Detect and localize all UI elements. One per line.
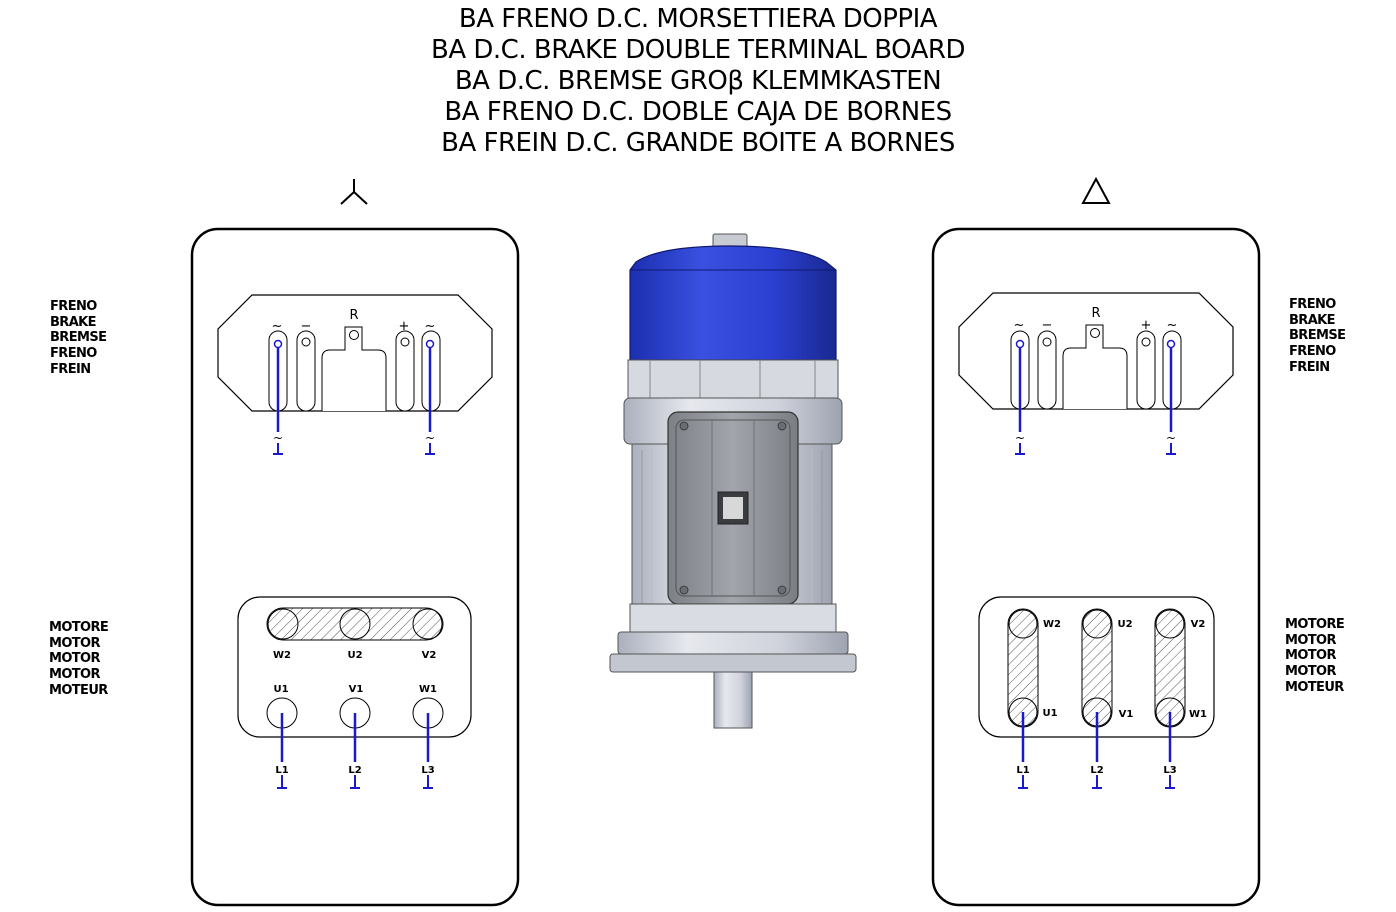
terminal-label-w1: W1 [419,684,437,695]
star-bridge [266,607,443,641]
motor-label-left: MOTORE MOTOR MOTOR MOTOR MOTEUR [49,620,109,699]
terminal-label-u2: U2 [347,650,362,661]
brake-wire-right-1 [1015,339,1025,455]
line-label-l3: L3 [1163,765,1176,776]
motor-illustration [609,233,857,729]
motor-label-fr: MOTEUR [49,682,108,698]
brake-label-de: BREMSE [1289,328,1346,344]
brake-wire-right-2 [1166,339,1176,455]
brake-supply-label: ~ [425,431,435,445]
motor-label-it: MOTORE [49,620,109,635]
supply-wire-l3-left [423,713,433,789]
brake-r-label: R [349,308,358,323]
brake-terminal-block-right [958,292,1234,410]
brake-tilde-label: ~ [272,319,283,334]
star-icon [340,179,368,205]
brake-label-fr: FREIN [1289,359,1330,375]
brake-terminal-block-left [217,294,493,412]
motor-label-en: MOTOR [1285,632,1337,648]
brake-tilde-label: ~ [1167,318,1178,333]
star-panel-frame [190,227,520,907]
delta-icon [1081,176,1111,204]
brake-supply-label: ~ [1166,431,1176,445]
line-label-l2: L2 [348,765,361,776]
terminal-label-v2: V2 [422,650,437,661]
motor-shaft [713,671,753,729]
motor-label-es: MOTOR [49,667,101,683]
diagram-title: BA FRENO D.C. MORSETTIERA DOPPIA BA D.C.… [0,4,1396,159]
terminal-label-w2: W2 [273,650,291,661]
brake-r-label: R [1091,306,1100,321]
motor-label-fr: MOTEUR [1285,679,1344,695]
delta-bridge-3 [1154,608,1186,728]
brake-label-es: FRENO [1289,344,1336,360]
brake-label-right: FRENO BRAKE BREMSE FRENO FREIN [1289,297,1346,376]
delta-bridge-1 [1007,608,1039,728]
terminal-label-v1: V1 [1119,709,1134,720]
brake-label-en: BRAKE [1289,312,1336,328]
brake-wire-left-1 [273,339,283,455]
title-line-fr: BA FREIN D.C. GRANDE BOITE A BORNES [441,128,955,158]
line-label-l1: L1 [1016,765,1029,776]
terminal-label-v2: V2 [1191,619,1206,630]
brake-supply-label: ~ [273,431,283,445]
title-line-de: BA D.C. BREMSE GROβ KLEMMKASTEN [454,66,942,96]
brake-minus-label: − [1042,318,1053,333]
motor-label-en: MOTOR [49,635,101,651]
terminal-label-u1: U1 [273,684,288,695]
supply-wire-l3-right [1165,712,1175,789]
brake-label-it: FRENO [1289,297,1336,312]
terminal-label-w1: W1 [1189,709,1207,720]
terminal-label-u2: U2 [1117,619,1132,630]
terminal-label-w2: W2 [1043,619,1061,630]
brake-cover [629,245,837,361]
delta-panel: ~ − R + ~ ~ ~ W2 U2 V2 U1 [931,227,1261,907]
brake-label-de: BREMSE [50,330,107,346]
supply-wire-l2-right [1092,712,1102,789]
brake-label-left: FRENO BRAKE BREMSE FRENO FREIN [50,299,107,378]
supply-wire-l1-left [277,713,287,789]
motor-label-es: MOTOR [1285,664,1337,680]
delta-bridge-2 [1081,608,1113,728]
brake-minus-label: − [301,319,312,334]
supply-wire-l1-right [1018,712,1028,789]
brake-label-it: FRENO [50,299,97,314]
brake-label-es: FRENO [50,346,97,362]
motor-label-de: MOTOR [1285,648,1337,664]
line-label-l3: L3 [421,765,434,776]
supply-wire-l2-left [350,713,360,789]
brake-wire-left-2 [425,339,435,455]
star-panel: ~ − R + ~ ~ ~ W2 U2 V2 U1 V1 W1 [190,227,520,907]
line-label-l1: L1 [275,765,288,776]
brake-tilde-label: ~ [425,319,436,334]
title-line-en: BA D.C. BRAKE DOUBLE TERMINAL BOARD [431,35,965,65]
title-line-it: BA FRENO D.C. MORSETTIERA DOPPIA [458,4,938,34]
motor-label-de: MOTOR [49,651,101,667]
motor-label-right: MOTORE MOTOR MOTOR MOTOR MOTEUR [1285,617,1345,696]
delta-panel-frame [931,227,1261,907]
brake-label-fr: FREIN [50,361,91,377]
title-line-es: BA FRENO D.C. DOBLE CAJA DE BORNES [444,97,952,127]
brake-label-en: BRAKE [50,314,97,330]
brake-supply-label: ~ [1015,431,1025,445]
brake-plus-label: + [1141,318,1152,333]
brake-plus-label: + [399,319,410,334]
brake-tilde-label: ~ [1014,318,1025,333]
terminal-label-u1: U1 [1042,708,1057,719]
terminal-label-v1: V1 [349,684,364,695]
motor-label-it: MOTORE [1285,617,1345,632]
line-label-l2: L2 [1090,765,1103,776]
